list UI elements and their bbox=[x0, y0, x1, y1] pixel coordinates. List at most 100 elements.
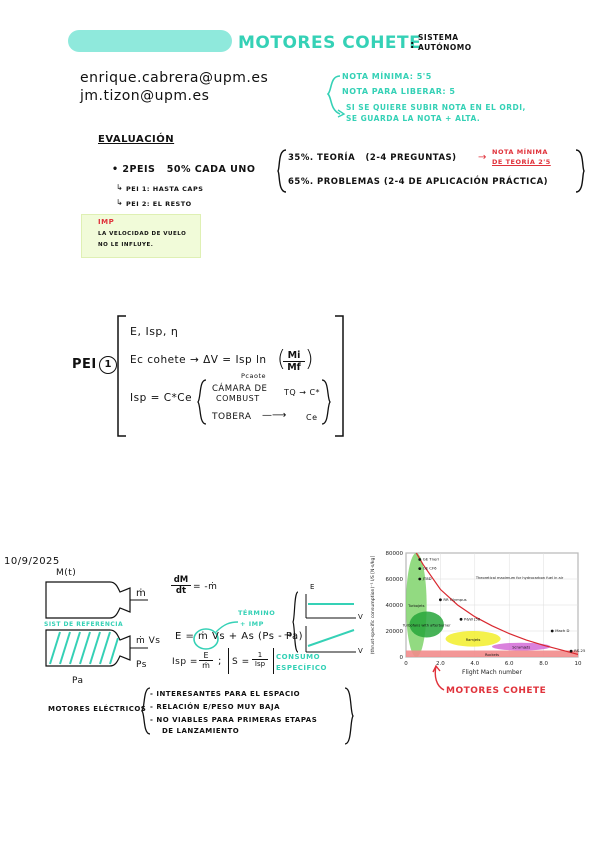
isp-eq-den: ṁ bbox=[202, 661, 210, 670]
chart-x-tick-label: 0 bbox=[404, 661, 408, 667]
termino-1: TÉRMINO bbox=[238, 609, 276, 617]
s-eq-fraction: 1 Isp bbox=[252, 651, 268, 668]
rocket-sketch bbox=[45, 581, 148, 667]
chart-x-tick-label: 4.0 bbox=[470, 661, 479, 667]
chart-point bbox=[418, 558, 422, 561]
tag-bullet: : bbox=[410, 38, 415, 51]
chart-region-label: Rockets bbox=[485, 653, 499, 657]
chart-y-tick-label: 0 bbox=[400, 655, 404, 661]
evaluation-peis: • 2PEIS 50% CADA UNO bbox=[112, 164, 256, 175]
pei1-ln-paren-close: ) bbox=[305, 347, 314, 372]
page-title: MOTORES COHETE bbox=[238, 33, 422, 53]
chart-x-tick-label: 6.0 bbox=[505, 661, 514, 667]
chart-y-tick-label: 80000 bbox=[386, 551, 404, 557]
pei1-frac-den: Mf bbox=[287, 362, 301, 373]
chart-caption: MOTORES COHETE bbox=[446, 686, 547, 696]
electric-brace-left bbox=[141, 687, 151, 735]
electric-item-3: - NO VIABLES PARA PRIMERAS ETAPAS bbox=[150, 716, 318, 724]
electric-label: MOTORES ELÉCTRICOS bbox=[48, 705, 147, 713]
isp-eq-lhs: Isp = bbox=[172, 657, 198, 667]
chart-region-label: Turbojets bbox=[407, 604, 425, 608]
chart-point bbox=[459, 617, 463, 621]
mvs-label: ṁ Vs bbox=[136, 636, 161, 646]
grading-brace bbox=[326, 75, 346, 118]
ref-label: SIST DE REFERENCIA bbox=[44, 621, 124, 628]
s-eq-box bbox=[228, 648, 274, 674]
dmdt-den: dt bbox=[175, 586, 187, 596]
chart-point bbox=[418, 577, 422, 581]
s-eq-lhs: S = bbox=[232, 657, 250, 667]
mdot-label: ṁ bbox=[136, 588, 147, 599]
chart-region bbox=[492, 642, 551, 651]
electric-item-2: - RELACIÓN E/PESO MUY BAJA bbox=[150, 703, 280, 711]
pei2-arrow: ↳ bbox=[116, 198, 123, 207]
s-eq-num: 1 bbox=[252, 651, 268, 660]
plot-e-label: E bbox=[310, 583, 315, 591]
imp-line-2: NO LE INFLUYE. bbox=[98, 242, 154, 248]
evaluation-brace-left bbox=[277, 149, 287, 193]
chart-series-line bbox=[415, 552, 579, 655]
pei1-bracket-right bbox=[335, 315, 344, 437]
theory-min-2: DE TEORÍA 2'5 bbox=[492, 158, 551, 166]
electric-item-3b: DE LANZAMIENTO bbox=[162, 727, 240, 735]
chart-point-label: P&W J58 bbox=[464, 616, 481, 621]
pa-label: Pa bbox=[72, 676, 84, 686]
isp-eq-fraction: E ṁ bbox=[199, 651, 213, 670]
chart-region-rockets bbox=[406, 650, 578, 657]
chart-y-tick-label: 60000 bbox=[386, 577, 404, 583]
note-free: NOTA PARA LIBERAR: 5 bbox=[342, 87, 456, 96]
theory-arrow: → bbox=[478, 152, 487, 163]
pei1-tobera-ce: Ce bbox=[306, 413, 318, 422]
chart-point-label: JT8D bbox=[422, 576, 432, 581]
chart-y-tick-label: 40000 bbox=[386, 603, 404, 609]
imp-line-1: LA VELOCIDAD DE VUELO bbox=[98, 231, 187, 237]
dmdt-fraction: dM dt bbox=[171, 575, 191, 596]
pei1-tobera: TOBERA bbox=[212, 412, 252, 422]
pei1-tobera-arrow: —⟶ bbox=[262, 410, 287, 421]
chart-y-axis-label: (thrust-specific consumption)⁻¹ I/S [N·s… bbox=[370, 556, 376, 655]
ev-mini-plots bbox=[292, 591, 356, 653]
chart-x-tick-label: 8.0 bbox=[539, 661, 548, 667]
chart-x-axis-label: Flight Mach number bbox=[462, 669, 522, 676]
electric-item-1: - INTERESANTES PARA EL ESPACIO bbox=[150, 690, 301, 698]
note-min: NOTA MÍNIMA: 5'5 bbox=[342, 72, 432, 81]
plot-v-label-2: V bbox=[358, 647, 364, 655]
isp-s-sep: ; bbox=[218, 656, 222, 667]
theory-min-1: NOTA MÍNIMA bbox=[492, 148, 548, 156]
evaluation-brace-right bbox=[575, 149, 585, 193]
evaluation-theory: 35%. TEORÍA (2-4 PREGUNTAS) bbox=[288, 153, 457, 163]
plot-v-label-1: V bbox=[358, 613, 364, 621]
dmdt-num: dM bbox=[171, 575, 191, 586]
pei1-camara-2: COMBUST bbox=[216, 394, 260, 403]
termino-2: + IMP bbox=[240, 620, 264, 628]
chart-region bbox=[409, 611, 444, 638]
consumo-1: CONSUMO bbox=[276, 653, 321, 661]
chart-region-label: Ramjets bbox=[466, 638, 481, 642]
title-tag-2: AUTÓNOMO bbox=[418, 43, 472, 52]
pei1-camara-tq: TQ → C* bbox=[284, 388, 321, 397]
evaluation-heading: EVALUACIÓN bbox=[98, 134, 175, 145]
chart-y-tick-label: 20000 bbox=[386, 629, 404, 635]
dmdt-rhs: = -ṁ bbox=[193, 582, 218, 592]
chart-point bbox=[550, 629, 554, 633]
pei1-arrow: ↳ bbox=[116, 183, 123, 192]
imp-note: IMP LA VELOCIDAD DE VUELO NO LE INFLUYE. bbox=[81, 214, 201, 258]
consumo-2: ESPECÍFICO bbox=[276, 664, 327, 672]
chart-point-label: Mach D bbox=[555, 628, 569, 633]
chart-x-tick-label: 2.0 bbox=[436, 661, 445, 667]
chart-point bbox=[439, 598, 442, 602]
evaluation-pei2: PEI 2: EL RESTO bbox=[126, 200, 192, 208]
pei1-frac-num: Mi bbox=[283, 350, 305, 362]
chart-annotation: Theoretical maximum for hydrocarbon fuel… bbox=[475, 576, 564, 580]
pei1-number-circle: 1 bbox=[99, 356, 117, 374]
chart-region bbox=[445, 631, 501, 647]
pei1-bracket-left bbox=[117, 315, 126, 437]
chart-point bbox=[418, 567, 422, 570]
pei1-ln-tag: Pcaote bbox=[241, 372, 267, 380]
chart-region-label: Scramjets bbox=[512, 646, 530, 650]
chart-point bbox=[569, 649, 573, 653]
pei1-number: 1 bbox=[104, 359, 112, 370]
ps-label: Ps bbox=[136, 660, 147, 670]
pei1-line-1: E, Isp, η bbox=[130, 325, 179, 338]
